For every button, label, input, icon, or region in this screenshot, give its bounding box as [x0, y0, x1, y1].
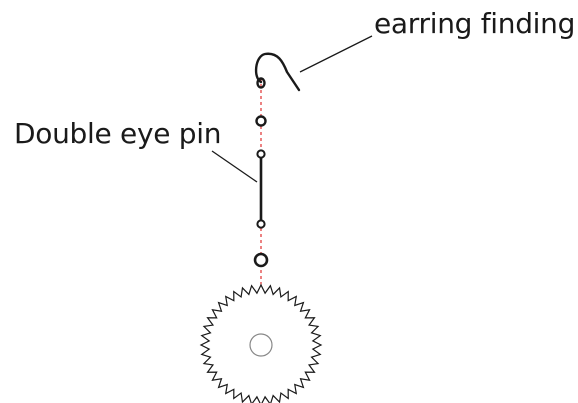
double-eye-pin-icon — [257, 150, 264, 227]
earring-finding-label: earring finding — [374, 10, 575, 38]
jump-ring-upper — [257, 117, 266, 126]
earring-leader-line — [300, 36, 372, 72]
double-eye-pin-label: Double eye pin — [14, 120, 221, 148]
component-center-hole — [250, 334, 272, 356]
jump-ring-lower — [255, 254, 267, 266]
eye-pin-leader-line — [212, 151, 257, 182]
earring-hook-icon — [256, 54, 299, 90]
